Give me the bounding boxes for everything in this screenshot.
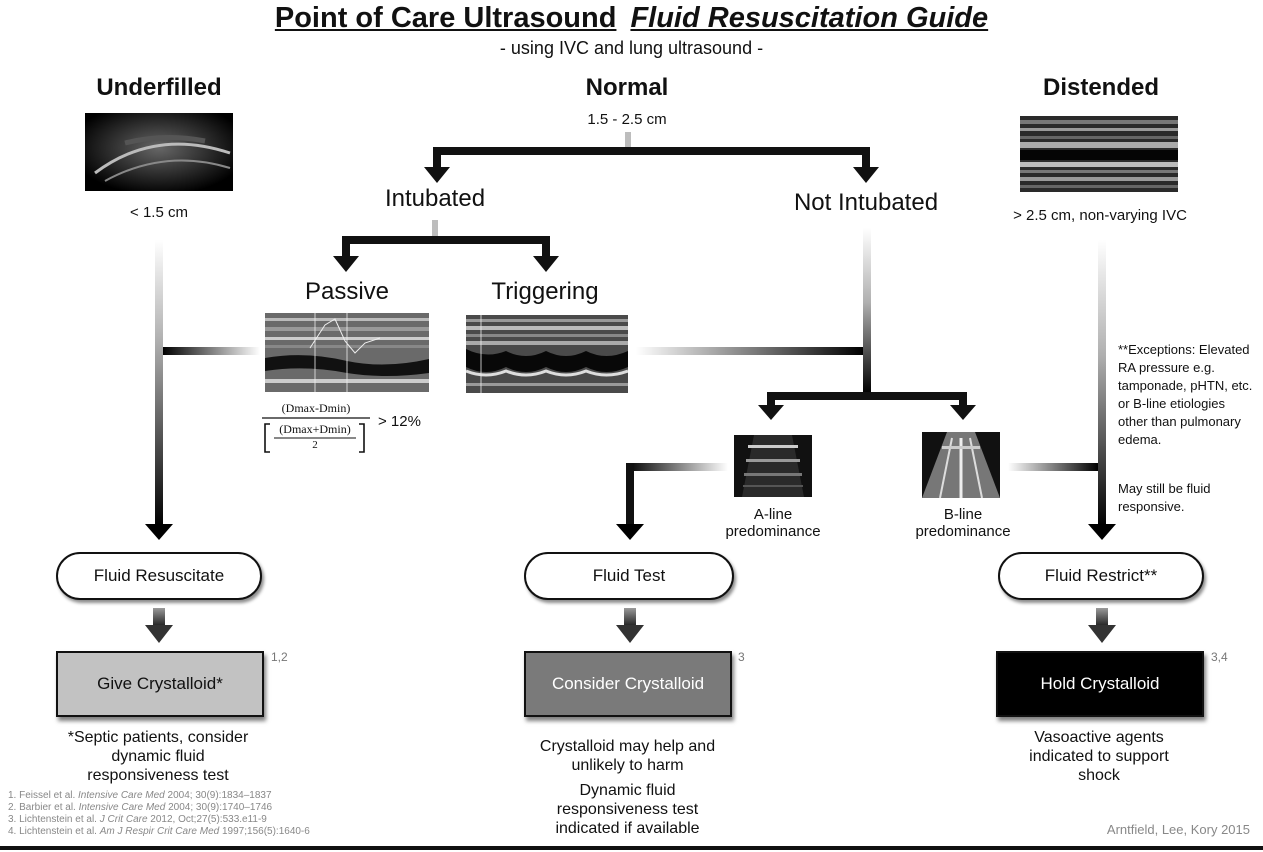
arrow-fluid-test bbox=[616, 524, 644, 540]
arrow-a-line bbox=[758, 405, 784, 420]
bottom-rule bbox=[0, 846, 1263, 850]
a-line-label: A-line predominance bbox=[725, 506, 821, 540]
arrow-not-intubated bbox=[853, 167, 879, 183]
not-intubated-label: Not Intubated bbox=[793, 189, 939, 216]
passive-connector bbox=[163, 347, 260, 355]
reference-item: 4. Lichtenstein et al. Am J Respir Crit … bbox=[8, 826, 310, 837]
normal-measure: 1.5 - 2.5 cm bbox=[587, 111, 667, 128]
distended-label: Distended bbox=[1042, 74, 1159, 101]
distended-line bbox=[1098, 240, 1106, 526]
hold-note: Vasoactive agents indicated to support s… bbox=[1029, 729, 1169, 784]
credit-line: Arntfield, Lee, Kory 2015 bbox=[1106, 822, 1250, 837]
reference-item: 2. Barbier et al. Intensive Care Med 200… bbox=[8, 802, 273, 813]
b-line-label: B-line predominance bbox=[915, 506, 1011, 540]
lung-split-bar bbox=[767, 392, 967, 400]
not-intubated-line bbox=[863, 228, 871, 393]
arrow-triggering bbox=[533, 256, 559, 272]
normal-stem bbox=[625, 132, 631, 148]
formula-threshold: > 12% bbox=[378, 413, 421, 430]
consider-note-2: Dynamic fluid responsiveness test indica… bbox=[555, 782, 700, 837]
hold-crystalloid-ref: 3,4 bbox=[1211, 650, 1228, 664]
hold-crystalloid-box: Hold Crystalloid bbox=[996, 651, 1204, 717]
underfilled-label: Underfilled bbox=[96, 74, 222, 101]
title-part2: Fluid Resuscitation Guide bbox=[630, 2, 989, 34]
distended-measure: > 2.5 cm, non-varying IVC bbox=[1013, 207, 1187, 224]
reference-item: 3. Lichtenstein et al. J Crit Care 2012,… bbox=[8, 814, 267, 825]
arrow-b-line bbox=[950, 405, 976, 420]
page-title: Point of Care Ultrasound Fluid Resuscitat… bbox=[0, 2, 1263, 35]
triggering-mmode-image bbox=[466, 315, 628, 393]
exceptions-fluid-note: May still be fluid responsive. bbox=[1118, 481, 1211, 514]
a-line-connector bbox=[626, 463, 728, 471]
b-line-image bbox=[922, 432, 1000, 498]
intubated-split-bar bbox=[342, 236, 550, 244]
consider-crystalloid-box: Consider Crystalloid bbox=[524, 651, 732, 717]
arrow-fluid-restrict bbox=[1088, 524, 1116, 540]
b-line-connector bbox=[1008, 463, 1098, 471]
reference-list: 1. Feissel et al. Intensive Care Med 200… bbox=[8, 790, 368, 838]
normal-label: Normal bbox=[585, 74, 669, 101]
page-subtitle: - using IVC and lung ultrasound - bbox=[499, 38, 764, 58]
normal-split-bar bbox=[433, 147, 870, 155]
fluid-resuscitate-pill: Fluid Resuscitate bbox=[56, 552, 262, 600]
triggering-connector bbox=[636, 347, 863, 355]
formula-numerator: (Dmax-Dmin) bbox=[281, 401, 351, 415]
formula-denominator-top: (Dmax+Dmin) bbox=[279, 422, 351, 436]
passive-label: Passive bbox=[304, 278, 390, 305]
fluid-restrict-pill: Fluid Restrict** bbox=[998, 552, 1204, 600]
a-line-image bbox=[734, 435, 812, 497]
exceptions-note: **Exceptions: Elevated RA pressure e.g. … bbox=[1118, 342, 1253, 447]
give-crystalloid-box: Give Crystalloid* bbox=[56, 651, 264, 717]
formula-denominator-bottom: 2 bbox=[312, 439, 318, 451]
give-crystalloid-ref: 1,2 bbox=[271, 650, 288, 664]
reference-item: 1. Feissel et al. Intensive Care Med 200… bbox=[8, 790, 272, 801]
distended-ivc-image bbox=[1020, 116, 1178, 192]
consider-crystalloid-ref: 3 bbox=[738, 650, 745, 664]
septic-note: *Septic patients, consider dynamic fluid… bbox=[67, 729, 249, 784]
underfilled-measure: < 1.5 cm bbox=[130, 204, 188, 221]
intubated-label: Intubated bbox=[384, 185, 486, 212]
arrow-fluid-resuscitate bbox=[145, 524, 173, 540]
underfilled-ivc-image bbox=[85, 113, 233, 191]
underfilled-line bbox=[155, 240, 163, 526]
fluid-test-pill: Fluid Test bbox=[524, 552, 734, 600]
arrow-intubated bbox=[424, 167, 450, 183]
arrow-passive bbox=[333, 256, 359, 272]
consider-note-1: Crystalloid may help and unlikely to har… bbox=[539, 738, 716, 774]
title-part1: Point of Care Ultrasound bbox=[274, 2, 617, 34]
triggering-label: Triggering bbox=[491, 278, 599, 305]
passive-mmode-image bbox=[265, 313, 429, 392]
